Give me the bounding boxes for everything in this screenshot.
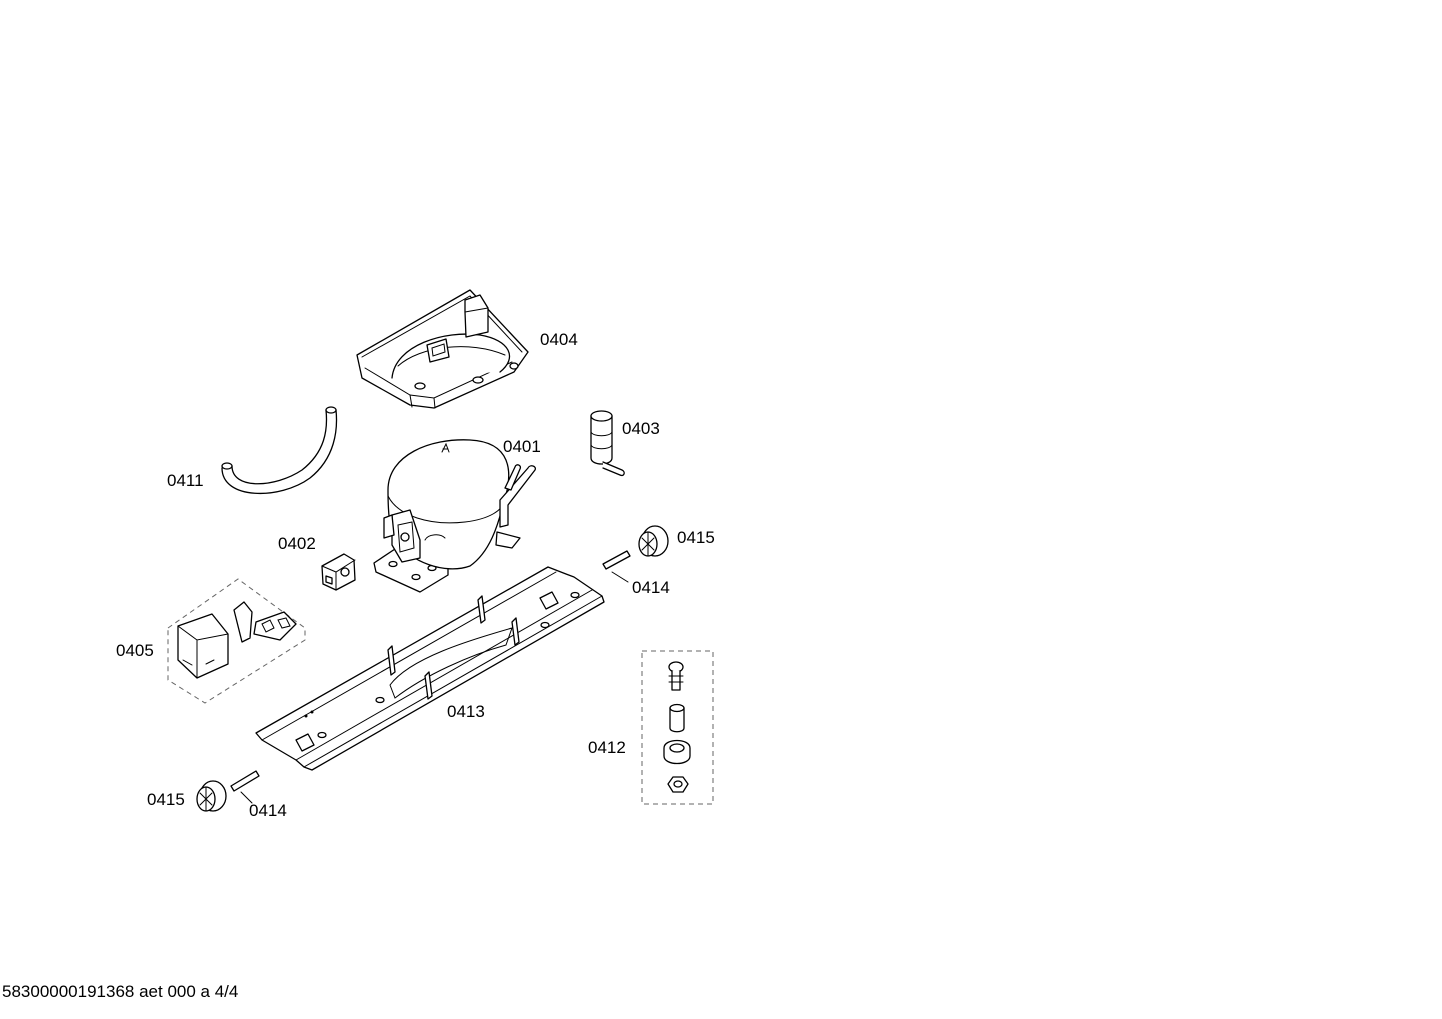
label-capacitor: 0403 (622, 419, 660, 438)
label-relay: 0402 (278, 534, 316, 553)
label-hose: 0411 (167, 471, 204, 490)
label-axle-upper: 0414 (632, 578, 670, 597)
leader-lines (240, 571, 629, 804)
part-axle-lower-drawing (230, 770, 260, 792)
part-compressor-drawing (373, 439, 536, 593)
label-wheel-upper: 0415 (677, 528, 715, 547)
label-wheel-lower: 0415 (147, 790, 185, 809)
label-mounting-kit: 0412 (588, 738, 626, 757)
label-compressor: 0401 (503, 437, 541, 456)
part-axle-upper-drawing (602, 550, 631, 570)
label-lid: 0404 (540, 330, 578, 349)
label-mounting-rail: 0413 (447, 702, 485, 721)
label-starter-kit: 0405 (116, 641, 154, 660)
part-starter-kit-drawing (167, 578, 306, 704)
label-axle-lower: 0414 (249, 801, 287, 820)
part-mounting-kit-drawing (641, 650, 714, 805)
document-code: 58300000191368 aet 000 a 4/4 (2, 982, 238, 1001)
part-hose-drawing (221, 406, 338, 494)
part-mounting-rail-drawing (255, 566, 605, 771)
part-lid-drawing (356, 289, 529, 409)
part-capacitor-drawing (590, 410, 625, 477)
part-wheel-upper-drawing (638, 525, 669, 557)
part-relay-drawing (321, 553, 356, 591)
part-wheel-lower-drawing (196, 780, 227, 812)
